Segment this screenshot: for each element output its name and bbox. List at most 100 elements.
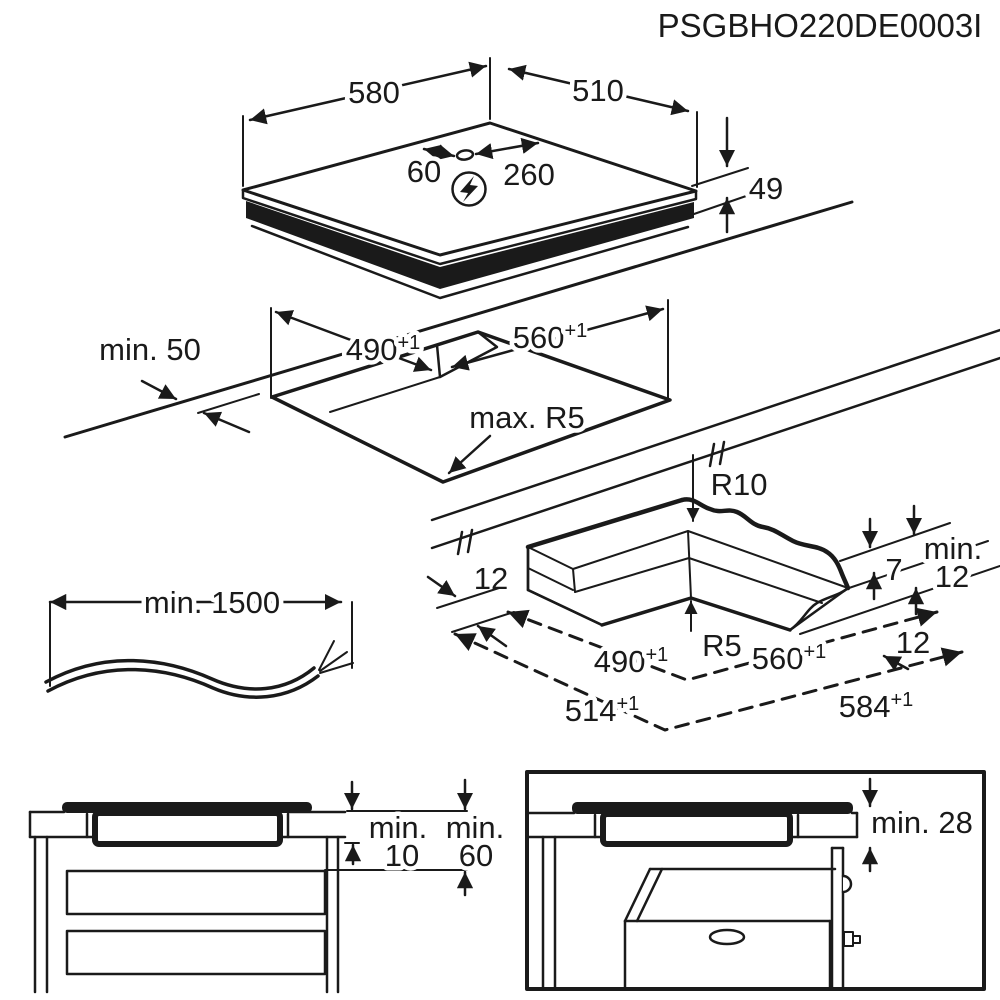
ext-line (691, 167, 749, 187)
glass-thickness-label: 7 (885, 552, 902, 587)
corner-cutout-width-label: 490+1 (594, 644, 669, 679)
ext-line (693, 193, 753, 215)
wire-end (319, 662, 354, 674)
overhang-right-label: 12 (896, 625, 930, 660)
dim-cable-position: 60 260 (402, 137, 559, 197)
left-front-corner-edge (572, 568, 576, 593)
arrow (202, 411, 251, 434)
overall-depth-label: 584+1 (839, 689, 914, 724)
arrow (476, 624, 508, 648)
power-connection-icon (451, 171, 487, 207)
dim-line (507, 64, 690, 116)
clearance-below-label: 12 (935, 559, 969, 594)
hob-height-label: 49 (749, 171, 783, 206)
cutout-view: 490+1 560+1 min. 50 max. R5 (95, 299, 672, 484)
oven-top-slant-inner (635, 867, 664, 923)
oven-side-knob (841, 874, 853, 894)
dim-cutout-depth: 560+1 (450, 299, 669, 399)
dim-hob-depth: 510 (507, 64, 698, 188)
hob-depth-label: 510 (572, 73, 624, 108)
cutout-radius-label: max. R5 (469, 400, 584, 435)
dim-hob-height: 49 (691, 116, 788, 234)
dim-line (474, 137, 540, 160)
oven-section-view: min. 28 (525, 770, 986, 991)
arrow (426, 575, 457, 598)
wire-end (318, 640, 335, 671)
cable-length-label: min. 1500 (144, 585, 280, 620)
break-tick (708, 442, 716, 468)
min-label: min. (924, 531, 983, 566)
icon-circle (451, 171, 487, 207)
cutout-inner-edge (329, 376, 441, 413)
ext-line (839, 522, 951, 562)
hob-bottom-rim (250, 224, 690, 300)
wire-end (319, 651, 348, 672)
cutout-depth-label: 560+1 (513, 320, 588, 355)
lightning-icon (460, 176, 478, 202)
hob-edge-section (525, 497, 851, 632)
break-mark (708, 440, 726, 468)
dim-line (248, 61, 488, 125)
cable-offset-left-label: 60 (407, 154, 441, 189)
ext-line (197, 393, 260, 414)
corner-cutout-depth-label: 560+1 (752, 641, 827, 676)
ext-line (436, 587, 500, 609)
cable-curve (46, 667, 320, 699)
left-end-top-edge (527, 546, 574, 570)
overhang-left-label: 12 (474, 561, 508, 596)
dim-oven-clearance: min. 28 (861, 777, 977, 873)
hob-body-band (246, 201, 694, 289)
oven-handle (708, 928, 746, 946)
left-end-mid-line (527, 567, 574, 591)
min-label: min. (446, 810, 505, 845)
inner-corner-edge (687, 530, 692, 599)
hob-width-label: 580 (348, 75, 400, 110)
body-radius-label: R5 (702, 628, 742, 663)
dim-cutout-width: 490+1 (270, 307, 433, 399)
dim-cutout-corner-radius: max. R5 (447, 396, 589, 475)
oven (623, 846, 861, 990)
min-label: min. (369, 810, 428, 845)
dim-glass-thickness-and-clearance: 7 min. 12 (799, 504, 1000, 635)
oven-side-screw-head (852, 935, 861, 944)
dim-line (274, 310, 433, 372)
break-mark (456, 528, 474, 556)
ext-line (451, 611, 515, 633)
dashed-dim-line (453, 632, 964, 732)
corner-detail-view: R10 R5 12 7 min. 12 (426, 328, 1000, 733)
drawing-code: PSGBHO220DE0003I (658, 7, 983, 44)
dim-hob-gap: min. 10 min. 60 (324, 778, 509, 897)
glass-radius-label: R10 (711, 467, 768, 502)
dim-overhang-left: 12 (426, 557, 515, 648)
dim-line (422, 144, 456, 161)
section-fill (526, 498, 850, 632)
cable-offset-right-label: 260 (503, 157, 555, 192)
oven-clearance-label: min. 28 (871, 805, 973, 840)
hob-body-profile (600, 811, 793, 847)
front-clearance-label: min. 50 (99, 332, 201, 367)
break-tick (718, 440, 726, 466)
torn-edge (679, 497, 851, 591)
hob-body-profile (92, 810, 283, 847)
cable-view: min. 1500 (44, 581, 354, 699)
cutout-width-label: 490+1 (346, 332, 421, 367)
dim-glass-corner-radius: R10 (686, 454, 772, 522)
hob-gap-label: 10 (385, 838, 419, 873)
cabinet-section-view: min. 10 min. 60 (28, 778, 509, 994)
dim-front-clearance: min. 50 (95, 328, 260, 434)
overall-width-label: 514+1 (565, 693, 640, 728)
dim-hob-width: 580 (242, 57, 491, 187)
shelf-gap-label: 60 (459, 838, 493, 873)
leader-arrow (447, 434, 492, 475)
break-tick (456, 530, 464, 556)
cable-gland-mark (455, 149, 475, 161)
worktop-edge-line (430, 328, 1000, 522)
oven-side-screw (843, 931, 854, 947)
cable-wire-ends (318, 640, 354, 674)
cable-curve (44, 658, 316, 691)
break-tick (466, 528, 474, 554)
oven-top-slant (623, 867, 652, 923)
drawer-front (65, 929, 327, 976)
